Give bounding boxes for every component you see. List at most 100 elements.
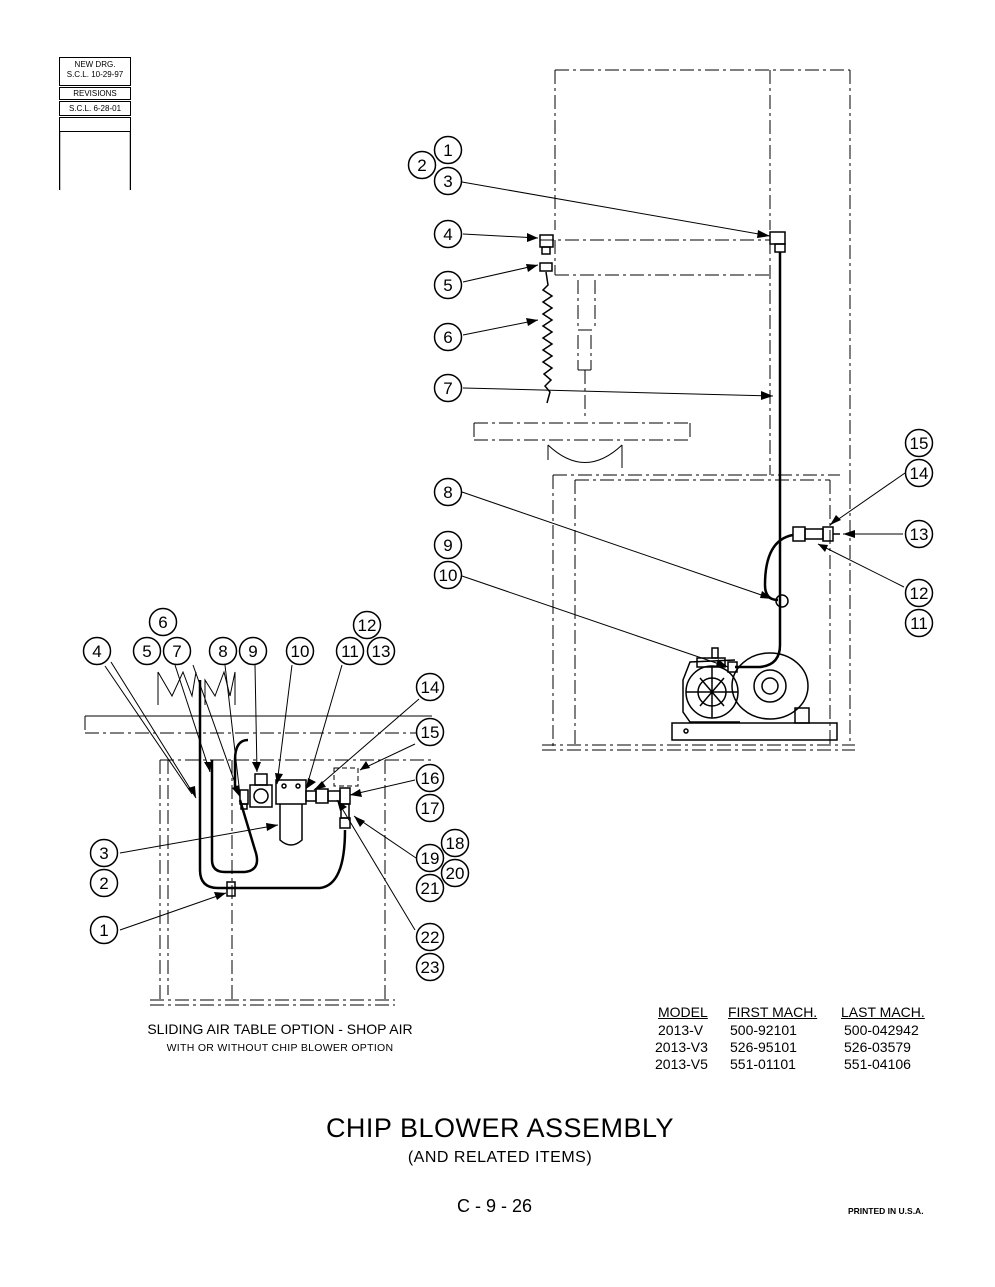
option-table-phantom (84, 715, 432, 1006)
callout-main-15 (904, 428, 934, 458)
callout-opt-5 (132, 636, 162, 666)
model-header: MODEL (658, 1004, 708, 1020)
callout-opt-21 (415, 873, 445, 903)
new-drg-label: NEW DRG. (74, 60, 116, 69)
last-mach-cell: 551-04106 (844, 1056, 911, 1072)
callout-main-12 (904, 578, 934, 608)
table-row: 2013-V3 526-95101 526-03579 (655, 1039, 948, 1056)
callout-num: 5 (142, 642, 151, 661)
flex-nozzle (541, 271, 554, 404)
last-mach-header: LAST MACH. (841, 1004, 925, 1020)
callout-num: 5 (443, 276, 452, 295)
callout-num: 15 (421, 723, 440, 742)
filter-regulator (239, 773, 351, 846)
table-support-arc (547, 444, 623, 463)
callout-num: 13 (910, 525, 929, 544)
callout-main-4 (433, 219, 463, 249)
callout-main-11 (904, 608, 934, 638)
printed-notice: PRINTED IN U.S.A. (848, 1206, 924, 1216)
callout-opt-3 (89, 838, 119, 868)
callout-main-8 (433, 477, 463, 507)
callout-num: 1 (99, 921, 108, 940)
callout-num: 1 (443, 141, 452, 160)
callout-num: 23 (421, 958, 440, 977)
callout-num: 11 (910, 614, 928, 633)
revision-block: NEW DRG. S.C.L. 10-29-97 REVISIONS S.C.L… (59, 57, 131, 190)
callout-main-14 (904, 458, 934, 488)
option-caption: SLIDING AIR TABLE OPTION - SHOP AIR (147, 1021, 413, 1037)
callout-opt-7 (162, 636, 192, 666)
option-subcaption: WITH OR WITHOUT CHIP BLOWER OPTION (166, 1042, 394, 1054)
callout-num: 19 (421, 849, 440, 868)
callout-num: 8 (443, 483, 452, 502)
callout-num: 3 (99, 844, 108, 863)
revisions-label: REVISIONS (73, 89, 117, 98)
callout-num: 9 (443, 536, 452, 555)
model-cell: 2013-V5 (655, 1056, 708, 1072)
callout-main-5 (433, 270, 463, 300)
first-mach-cell: 551-01101 (730, 1056, 796, 1072)
callout-num: 18 (446, 834, 465, 853)
callout-num: 22 (421, 928, 440, 947)
callout-opt-12 (352, 610, 382, 640)
callout-opt-13 (366, 636, 396, 666)
callout-opt-17 (415, 793, 445, 823)
callout-opt-1 (89, 915, 119, 945)
new-drg-value: S.C.L. 10-29-97 (66, 70, 124, 79)
callout-num: 17 (421, 799, 440, 818)
callout-num: 10 (291, 642, 310, 661)
callout-num: 20 (446, 864, 465, 883)
callout-opt-8 (208, 636, 238, 666)
last-mach-cell: 500-042942 (844, 1022, 919, 1038)
callout-num: 14 (421, 678, 440, 697)
page-title: CHIP BLOWER ASSEMBLY (325, 1113, 675, 1143)
callout-num: 13 (372, 642, 391, 661)
callout-main-9 (433, 530, 463, 560)
callout-main-13 (904, 519, 934, 549)
callout-opt-6 (148, 607, 178, 637)
first-mach-cell: 526-95101 (730, 1039, 797, 1055)
callout-num: 14 (910, 464, 929, 483)
callout-num: 4 (92, 642, 101, 661)
leader-lines (104, 181, 906, 931)
air-line-main (735, 252, 794, 669)
callout-opt-4 (82, 636, 112, 666)
callout-num: 7 (443, 379, 452, 398)
callout-num: 21 (421, 879, 440, 898)
callout-num: 15 (910, 434, 929, 453)
callout-opt-9 (238, 636, 268, 666)
model-table: MODEL FIRST MACH. LAST MACH. 2013-V 500-… (655, 1004, 948, 1073)
arrowheads (188, 230, 855, 900)
revision-block-frame (59, 57, 131, 190)
revisions-value: S.C.L. 6-28-01 (68, 104, 122, 113)
callout-main-3 (433, 166, 463, 196)
callout-opt-2 (89, 868, 119, 898)
callout-num: 12 (910, 584, 929, 603)
callout-num: 2 (417, 156, 426, 175)
callout-balloons (82, 135, 934, 982)
table-row: 2013-V 500-92101 500-042942 (658, 1022, 948, 1039)
shop-air-line (198, 680, 347, 890)
callout-num: 6 (443, 328, 452, 347)
page-subtitle: (AND RELATED ITEMS) (407, 1149, 593, 1166)
callout-main-1 (433, 135, 463, 165)
callout-num: 12 (358, 616, 377, 635)
callout-opt-16 (415, 763, 445, 793)
callout-opt-14 (415, 672, 445, 702)
callout-opt-20 (440, 858, 470, 888)
callout-opt-22 (415, 922, 445, 952)
model-cell: 2013-V3 (655, 1039, 708, 1055)
callout-num: 6 (158, 613, 167, 632)
callout-opt-23 (415, 952, 445, 982)
callout-num: 11 (341, 642, 359, 661)
first-mach-header: FIRST MACH. (728, 1004, 818, 1020)
model-cell: 2013-V (658, 1022, 704, 1038)
callout-num: 9 (248, 642, 257, 661)
callout-opt-19 (415, 843, 445, 873)
callout-main-2 (407, 150, 437, 180)
first-mach-cell: 500-92101 (730, 1022, 797, 1038)
callout-opt-11 (335, 636, 365, 666)
table-row: 2013-V5 551-01101 551-04106 (655, 1056, 948, 1073)
machine-frame-phantom (473, 69, 855, 751)
callout-opt-15 (415, 717, 445, 747)
